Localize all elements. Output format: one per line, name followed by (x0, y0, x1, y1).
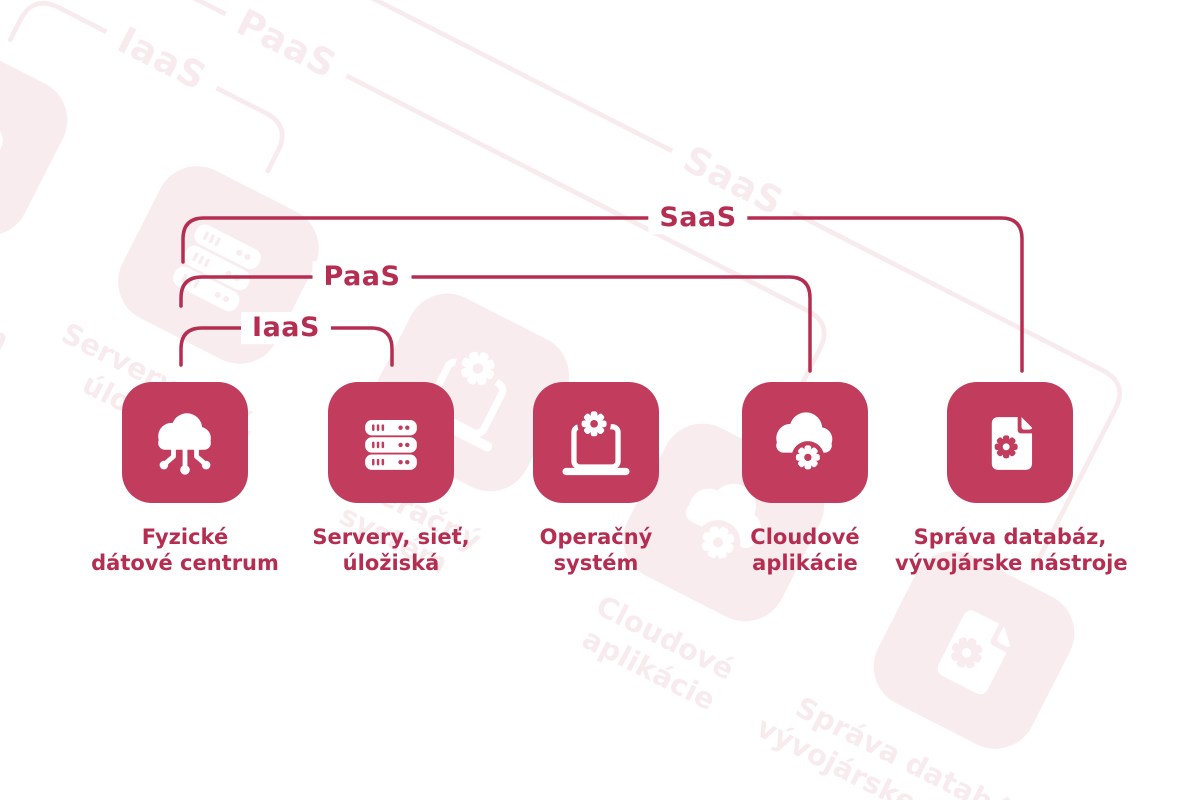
node-label-datacenter: Fyzické dátové centrum (70, 524, 300, 576)
service-box-databases (947, 382, 1073, 503)
node-label-servers: Servery, sieť, úložiská (276, 524, 506, 576)
node-label-line: Operačný (539, 525, 653, 549)
node-label-databases: Správa databáz, vývojárske nástroje (895, 524, 1128, 576)
node-label-line: Servery, sieť, (312, 525, 470, 549)
node-label-line: aplikácie (752, 551, 858, 575)
service-box-os (533, 382, 659, 503)
saas-label: SaaS (648, 202, 748, 234)
service-box-datacenter (122, 382, 248, 503)
laptop-gear-icon (562, 406, 630, 475)
node-label-line: vývojárske nástroje (895, 551, 1128, 575)
paas-bracket-line (179, 275, 812, 373)
document-gear-icon (991, 416, 1033, 470)
cloud-gear-icon (776, 411, 833, 474)
node-label-os: Operačný systém (481, 524, 711, 576)
node-label-line: Fyzické (141, 525, 229, 549)
service-box-cloud-apps (742, 382, 868, 503)
server-stack-icon (365, 419, 417, 470)
node-label-line: úložiská (342, 551, 440, 575)
node-label-line: dátové centrum (91, 551, 279, 575)
node-label-line: Správa databáz, (913, 525, 1107, 549)
service-box-servers (328, 382, 454, 503)
node-label-line: systém (553, 551, 639, 575)
node-label-cloud-apps: Cloudové aplikácie (690, 524, 920, 576)
node-label-line: Cloudové (750, 525, 860, 549)
paas-label: PaaS (312, 261, 412, 293)
cloud-network-icon (158, 412, 211, 475)
iaas-label: IaaS (241, 312, 331, 344)
saas-bracket-line (181, 216, 1024, 373)
